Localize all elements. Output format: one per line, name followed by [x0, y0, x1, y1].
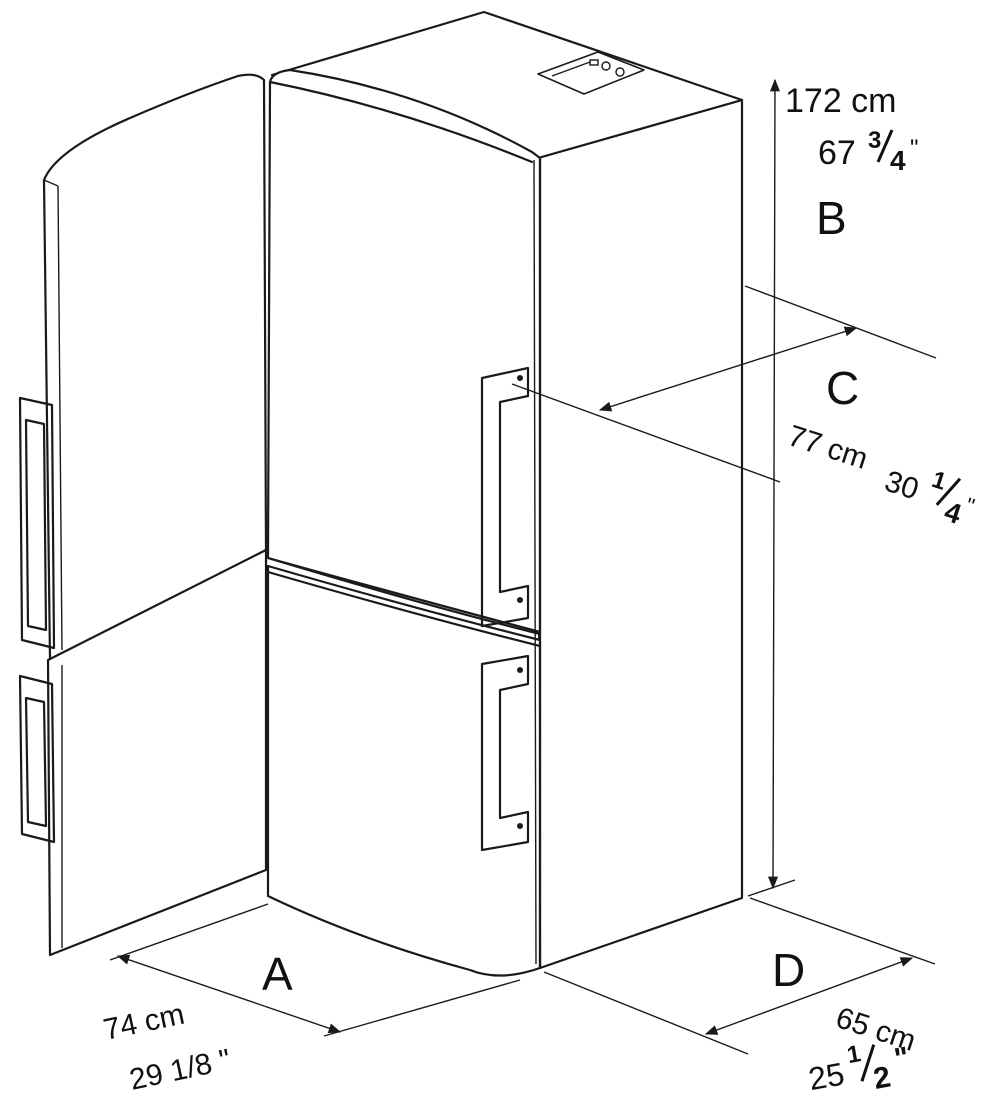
svg-text:1: 1 — [928, 466, 949, 496]
upper-door-inner-handle — [18, 396, 56, 650]
dimension-c-letter: C — [826, 362, 859, 414]
fridge-front — [266, 68, 542, 977]
dimension-a-letter: A — [262, 948, 293, 1000]
lower-front-door — [266, 564, 542, 977]
svg-text:30: 30 — [881, 465, 923, 507]
fridge-side-panel — [536, 98, 744, 970]
control-panel — [537, 51, 645, 95]
open-upper-door — [18, 73, 268, 662]
lower-door-inner-handle — [18, 674, 56, 844]
svg-text:": " — [892, 1041, 912, 1076]
svg-text:": " — [910, 135, 919, 162]
open-lower-door — [18, 548, 268, 957]
svg-text:": " — [962, 493, 977, 519]
svg-text:67: 67 — [818, 134, 856, 172]
dimension-c-imperial: 30 1 4 " — [881, 465, 978, 530]
dimension-a-imperial: 29 1/8 " — [127, 1043, 234, 1097]
dimension-b-letter: B — [816, 192, 847, 244]
svg-text:4: 4 — [941, 496, 966, 530]
dimension-d-imperial: 25 1 2 " — [806, 1040, 912, 1098]
dimension-a-line — [109, 903, 521, 1037]
svg-text:25: 25 — [806, 1056, 847, 1098]
svg-text:1: 1 — [845, 1040, 863, 1069]
dimension-a-metric: 74 cm — [101, 998, 188, 1047]
upper-front-handle — [480, 366, 530, 628]
dimension-c-line — [511, 285, 937, 483]
svg-text:4: 4 — [890, 145, 906, 176]
lower-front-handle — [480, 654, 530, 852]
dimension-b-metric: 172 cm — [785, 82, 897, 120]
dimension-b-imperial: 67 3 4 " — [818, 127, 919, 176]
fridge-body — [270, 10, 744, 970]
dimension-c-metric: 77 cm — [784, 419, 872, 476]
svg-text:3: 3 — [868, 127, 881, 154]
svg-text:2: 2 — [871, 1061, 893, 1096]
dimension-d-letter: D — [772, 944, 805, 996]
upper-front-door — [266, 68, 542, 634]
dimension-d-line — [543, 897, 936, 1055]
dimension-b-line — [747, 78, 796, 897]
